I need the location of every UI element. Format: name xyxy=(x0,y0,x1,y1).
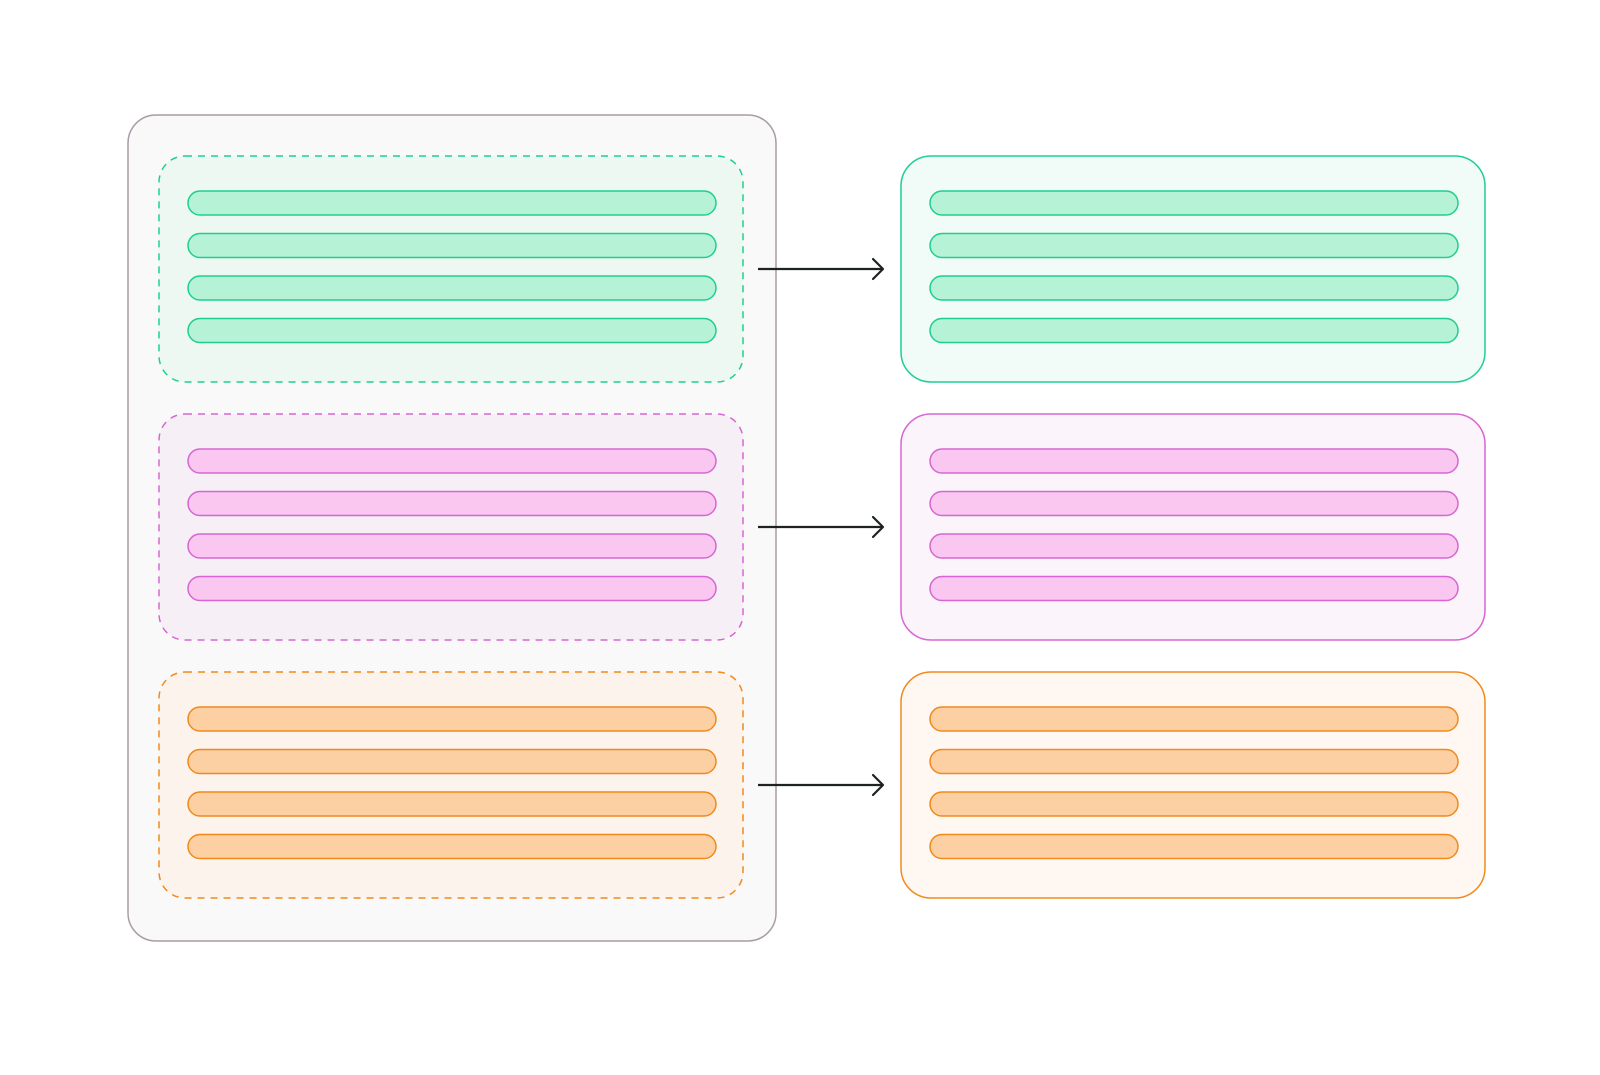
source-bar-orange-2 xyxy=(187,748,717,775)
source-group-frame-green xyxy=(158,155,744,383)
output-bar-green-4 xyxy=(929,317,1459,344)
output-bar-pink-1 xyxy=(929,448,1459,474)
output-bar-green-1 xyxy=(929,190,1459,216)
arrows-layer xyxy=(758,257,885,797)
source-bar-pink-2 xyxy=(187,490,717,517)
output-bar-pink-2 xyxy=(929,490,1459,517)
source-bar-green-2 xyxy=(187,232,717,259)
source-group-green xyxy=(158,155,744,383)
source-bar-green-4 xyxy=(187,317,717,344)
groups-layer xyxy=(158,155,744,899)
arrow-head-orange xyxy=(871,773,885,797)
source-bar-pink-1 xyxy=(187,448,717,474)
output-bar-orange-1 xyxy=(929,706,1459,732)
arrow-head-green xyxy=(871,257,885,281)
source-bar-orange-1 xyxy=(187,706,717,732)
source-bar-pink-4 xyxy=(187,575,717,602)
output-bar-green-2 xyxy=(929,232,1459,259)
source-bar-orange-3 xyxy=(187,791,717,817)
output-bar-orange-2 xyxy=(929,748,1459,775)
arrow-head-pink xyxy=(871,515,885,539)
output-card-frame-green xyxy=(900,155,1486,383)
source-bar-pink-3 xyxy=(187,533,717,559)
source-group-frame-orange xyxy=(158,671,744,899)
arrow-orange xyxy=(758,773,885,797)
source-group-frame-pink xyxy=(158,413,744,641)
output-card-green xyxy=(900,155,1486,383)
output-card-frame-orange xyxy=(900,671,1486,899)
source-group-pink xyxy=(158,413,744,641)
output-card-orange xyxy=(900,671,1486,899)
source-group-orange xyxy=(158,671,744,899)
cards-layer xyxy=(900,155,1486,899)
source-bar-green-1 xyxy=(187,190,717,216)
arrow-green xyxy=(758,257,885,281)
source-bar-green-3 xyxy=(187,275,717,301)
output-bar-green-3 xyxy=(929,275,1459,301)
output-card-pink xyxy=(900,413,1486,641)
output-bar-pink-3 xyxy=(929,533,1459,559)
output-bar-pink-4 xyxy=(929,575,1459,602)
output-card-frame-pink xyxy=(900,413,1486,641)
output-bar-orange-3 xyxy=(929,791,1459,817)
arrow-pink xyxy=(758,515,885,539)
output-bar-orange-4 xyxy=(929,833,1459,860)
source-bar-orange-4 xyxy=(187,833,717,860)
